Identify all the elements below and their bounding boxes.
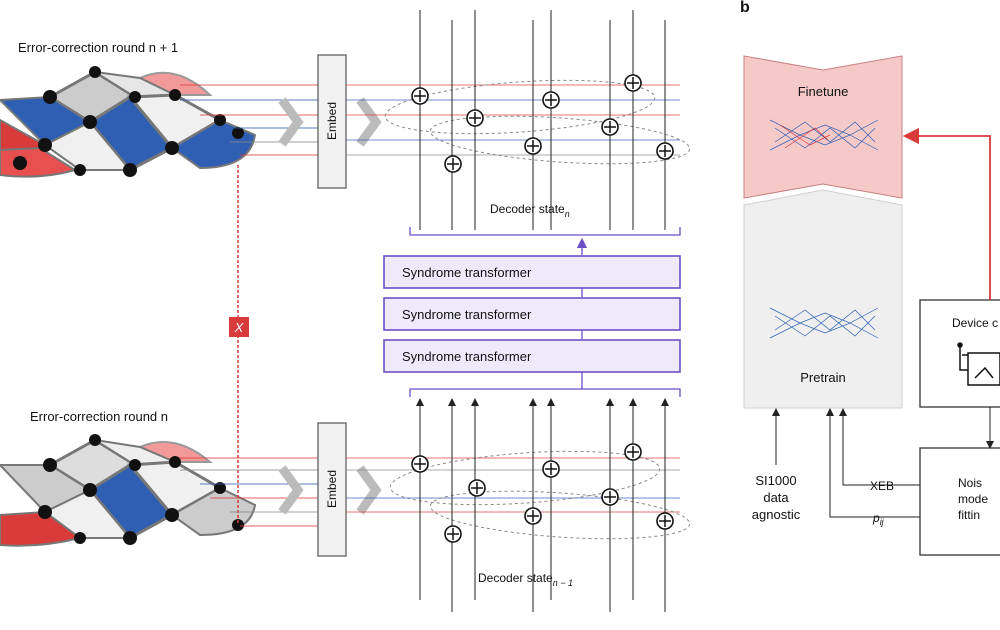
syndrome-transformer-2: Syndrome transformer [383, 297, 681, 331]
xor-node-icon [444, 155, 462, 173]
decoder-state-top: Decoder staten [490, 202, 570, 219]
chevron-icon [356, 97, 382, 147]
xor-node-icon [542, 460, 560, 478]
chip-icon [957, 342, 1000, 386]
pij-arrow [826, 408, 920, 518]
feed-lines-bottom [180, 457, 318, 527]
xor-node-icon [601, 118, 619, 136]
device-label: Device c [952, 316, 998, 330]
finetune-label: Finetune [798, 84, 849, 99]
si1000-line-2: data [763, 490, 789, 505]
embed-box-top [317, 54, 347, 189]
xor-node-icon [542, 91, 560, 109]
si1000-line-1: SI1000 [755, 473, 796, 488]
dashed-loops [384, 79, 691, 540]
si1000-line-3: agnostic [752, 507, 801, 522]
xor-nodes-bottom [411, 443, 674, 543]
xor-node-icon [656, 142, 674, 160]
network-icon-finetune [769, 119, 879, 151]
svg-text:Syndrome transformer: Syndrome transformer [402, 307, 532, 322]
syndrome-transformer-1: Syndrome transformer [383, 255, 681, 289]
xor-node-icon [468, 479, 486, 497]
bracket-top [409, 227, 681, 236]
xor-node-icon [624, 74, 642, 92]
xor-node-icon [411, 87, 429, 105]
round-bottom-label: Error-correction round n [30, 409, 168, 424]
xor-node-icon [411, 455, 429, 473]
xor-node-icon [656, 512, 674, 530]
xor-node-icon [524, 137, 542, 155]
network-icon-pretrain [769, 307, 879, 339]
finetune-block [743, 55, 903, 199]
round-top-label: Error-correction round n + 1 [18, 40, 178, 55]
syndrome-transformer-3: Syndrome transformer [383, 339, 681, 373]
chevron-icon [278, 97, 304, 147]
noise-line-2: mode [958, 492, 988, 506]
x-marker-label: X [234, 320, 245, 335]
xor-node-icon [466, 109, 484, 127]
xor-nodes-top [411, 74, 674, 173]
noise-model-box [919, 447, 1000, 556]
embed-label-top: Embed [325, 102, 339, 140]
pretrain-label: Pretrain [800, 370, 846, 385]
panel-b-label: b [740, 0, 750, 16]
chevron-icon [278, 465, 304, 515]
lattice-bottom [0, 434, 257, 547]
x-marker [229, 317, 249, 337]
chevron-icon [356, 465, 382, 515]
embed-label-bottom: Embed [325, 470, 339, 508]
pretrain-block [743, 189, 903, 409]
noise-line-3: fittin [958, 508, 980, 522]
feed-lines-top [180, 84, 318, 156]
embed-box-bottom [317, 422, 347, 557]
wires-top [419, 10, 666, 230]
lattice-top [0, 66, 257, 178]
bracket-bottom [409, 388, 681, 397]
embed-out-top [346, 84, 680, 156]
xor-node-icon [601, 488, 619, 506]
xor-node-icon [444, 525, 462, 543]
device-to-finetune-arrow [902, 127, 991, 300]
svg-text:Syndrome transformer: Syndrome transformer [402, 349, 532, 364]
xeb-arrow [839, 408, 920, 486]
noise-line-1: Nois [958, 476, 982, 490]
embed-out-bottom [346, 457, 680, 513]
xeb-label: XEB [870, 479, 894, 493]
svg-text:Syndrome transformer: Syndrome transformer [402, 265, 532, 280]
decoder-state-bottom: Decoder staten − 1 [478, 571, 573, 588]
wires-bottom [416, 398, 669, 612]
pij-label: pij [872, 511, 885, 527]
xor-node-icon [624, 443, 642, 461]
xor-node-icon [524, 507, 542, 525]
